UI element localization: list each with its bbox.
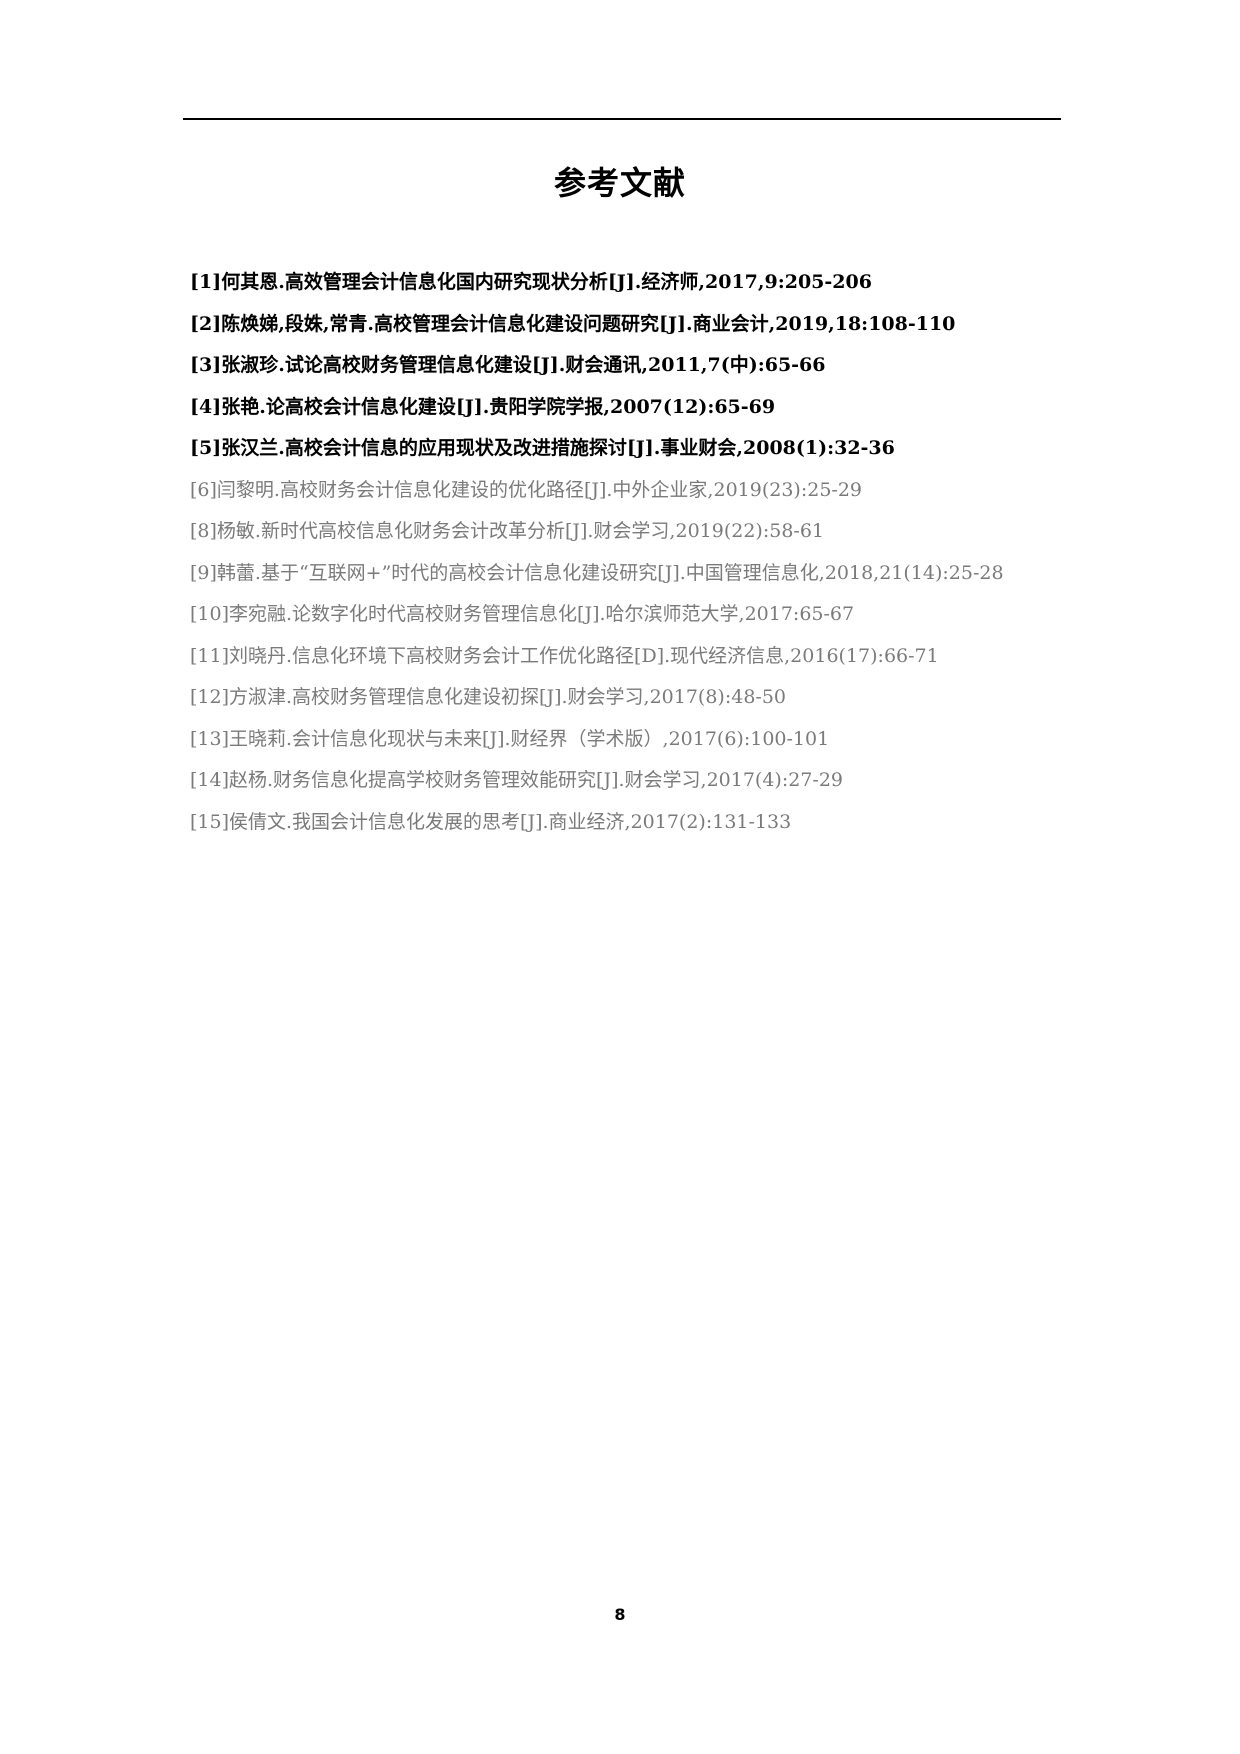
reference-item-5: [5]张汉兰.高校会计信息的应用现状及改进措施探讨[J].事业财会,2008(1… xyxy=(190,437,895,459)
reference-item-14: [14]赵杨.财务信息化提高学校财务管理效能研究[J].财会学习,2017(4)… xyxy=(190,769,844,791)
reference-list: [1]何其恩.高效管理会计信息化国内研究现状分析[J].经济师,2017,9:2… xyxy=(190,262,1060,843)
reference-item-2: [2]陈焕娣,段姝,常青.高校管理会计信息化建设问题研究[J].商业会计,201… xyxy=(190,312,956,335)
reference-item-4: [4]张艳.论高校会计信息化建设[J].贵阳学院学报,2007(12):65-6… xyxy=(190,395,776,418)
reference-item-11: [11]刘晓丹.信息化环境下高校财务会计工作优化路径[D].现代经济信息,201… xyxy=(190,644,939,667)
reference-item-6: [6]闫黎明.高校财务会计信息化建设的优化路径[J].中外企业家,2019(23… xyxy=(190,478,863,501)
reference-item-3: [3]张淑珍.试论高校财务管理信息化建设[J].财会通讯,2011,7(中):6… xyxy=(190,354,826,376)
reference-item-13: [13]王晓莉.会计信息化现状与未来[J].财经界（学术版）,2017(6):1… xyxy=(190,727,830,750)
reference-item-12: [12]方淑津.高校财务管理信息化建设初探[J].财会学习,2017(8):48… xyxy=(190,686,787,708)
reference-item-1: [1]何其恩.高效管理会计信息化国内研究现状分析[J].经济师,2017,9:2… xyxy=(190,271,872,293)
reference-item-9: [9]韩蕾.基于“互联网+”时代的高校会计信息化建设研究[J].中国管理信息化,… xyxy=(190,561,1004,584)
page-title: 参考文献 xyxy=(553,164,686,202)
header-rule xyxy=(183,118,1061,120)
page-number: 8 xyxy=(614,1605,626,1624)
reference-item-8: [8]杨敏.新时代高校信息化财务会计改革分析[J].财会学习,2019(22):… xyxy=(190,520,825,542)
reference-item-10: [10]李宛融.论数字化时代高校财务管理信息化[J].哈尔滨师范大学,2017:… xyxy=(190,603,855,625)
reference-item-15: [15]侯倩文.我国会计信息化发展的思考[J].商业经济,2017(2):131… xyxy=(190,810,792,833)
